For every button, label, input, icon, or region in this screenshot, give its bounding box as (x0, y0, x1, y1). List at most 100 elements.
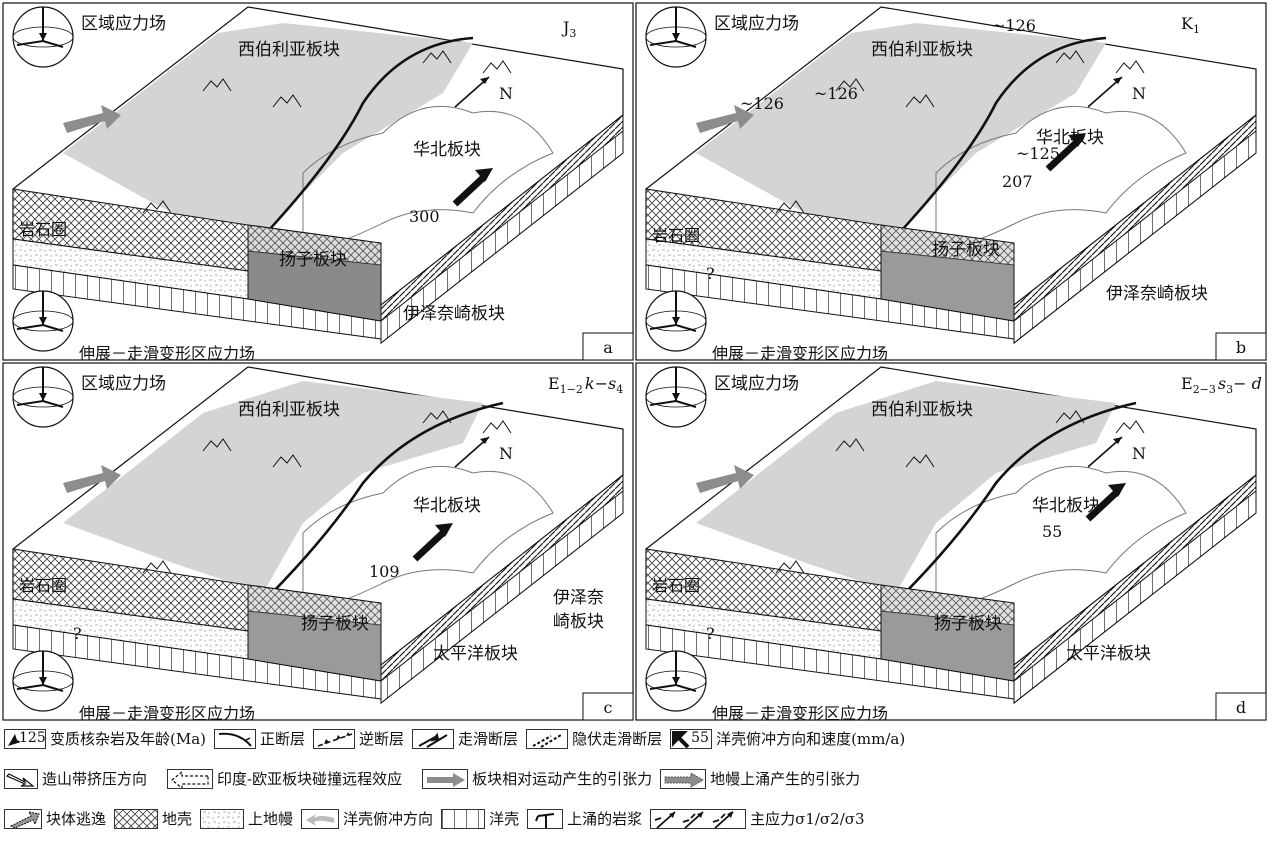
yangtze-crust-band (247, 224, 382, 266)
strike-slip-fault-icon (412, 728, 455, 749)
principal-stress-arrows-icon (650, 808, 747, 829)
north-arrow: N (1087, 436, 1146, 468)
subduction-arrow (452, 168, 493, 207)
legend-item-metamorphic-core: 125 变质核杂岩及年龄(Ma) (4, 728, 206, 749)
right-side-oceanic-crust (1013, 489, 1257, 705)
mountain-symbol (775, 560, 805, 574)
regional-stress-sphere (645, 6, 707, 68)
mountain-symbol (905, 94, 935, 108)
extension-strike-slip-stress-label: 伸展－走滑变形区应力场 (712, 344, 888, 363)
mountain-symbol (835, 78, 865, 92)
core-complex-age-label: ~126 (814, 84, 858, 103)
lithosphere-label: 岩石圈 (19, 576, 67, 595)
tension-arrow (63, 105, 121, 133)
regional-stress-sphere (12, 366, 74, 428)
izanagi-plate-label: 伊泽奈崎板块 (403, 304, 505, 324)
panel-letter-box (1215, 332, 1267, 361)
main-strike-slip-fault (252, 36, 474, 248)
dotted-gray-arrow-icon (660, 768, 707, 789)
legend-row-3: 块体逃逸 地壳 上地幔 洋壳俯冲方向 洋壳 上涌的岩浆 主应力σ1/σ2/σ3 (4, 808, 873, 829)
right-side-oceanic-crust (1013, 129, 1257, 345)
mountain-symbol (422, 410, 452, 424)
curved-gray-arrow-icon (301, 808, 340, 829)
subduction-arrow (1085, 483, 1126, 522)
local-stress-sphere (12, 290, 74, 352)
thrust-fault-icon (313, 728, 356, 749)
panel-letter-box (1215, 692, 1267, 721)
legend-item-plate-motion-tension: 板块相对运动产生的引张力 (422, 768, 652, 789)
legend-label: 上涌的岩浆 (567, 810, 643, 828)
buried-strike-slip-fault-icon (526, 728, 569, 749)
right-side-oceanic-crust (380, 489, 624, 705)
pacific-plate-label: 太平洋板块 (433, 644, 518, 664)
local-stress-sphere (12, 650, 74, 712)
legend-item-normal-fault: 正断层 (214, 728, 305, 749)
legend-item-upper-mantle: 上地幔 (200, 808, 293, 829)
stress-arrow-icon (39, 317, 47, 325)
legend-item-strike-slip-fault: 走滑断层 (412, 728, 518, 749)
legend-item-block-escape: 块体逃逸 (4, 808, 106, 829)
siberia-plate-label: 西伯利亚板块 (238, 40, 340, 60)
north-label: N (499, 84, 513, 103)
block-escape-arrow-icon (4, 808, 42, 829)
stress-arrow-icon (672, 393, 680, 401)
pacific-plate-label: 太平洋板块 (1066, 644, 1151, 664)
legend-label: 块体逃逸 (46, 810, 107, 828)
deformation-zone-shading (696, 23, 1106, 243)
legend-item-principal-stress: 主应力σ1/σ2/σ3 (650, 808, 865, 829)
metamorphic-core-icon: 125 (4, 728, 46, 749)
lithosphere-label: 岩石圈 (652, 226, 700, 245)
dashed-arrow-icon (167, 768, 214, 789)
mountain-symbol (835, 438, 865, 452)
crust-pattern-icon (114, 808, 159, 829)
subduction-rate-label: 300 (409, 207, 440, 226)
north-china-outline (302, 465, 554, 614)
north-label: N (1132, 84, 1146, 103)
north-arrow: N (454, 76, 513, 108)
north-china-outline (302, 105, 554, 254)
subduction-rate-label: 55 (1042, 522, 1062, 541)
legend-item-orogenic-compression: 造山带挤压方向 (4, 768, 147, 789)
core-complex-age-label: ~125 (1016, 144, 1060, 163)
unknown-marker: ? (706, 264, 715, 283)
regional-stress-sphere (645, 366, 707, 428)
magma-upwelling-icon (527, 808, 564, 829)
legend-label: 正断层 (260, 730, 306, 748)
legend-label: 主应力σ1/σ2/σ3 (750, 810, 865, 828)
mountain-symbol (142, 200, 172, 214)
lithosphere-label: 岩石圈 (19, 220, 67, 239)
legend-item-upwelling-magma: 上涌的岩浆 (527, 808, 642, 829)
hollow-arrow-icon (4, 768, 38, 789)
subduction-arrow (1045, 133, 1086, 172)
legend-label: 地壳 (162, 810, 193, 828)
regional-stress-title: 区域应力场 (81, 374, 166, 394)
regional-stress-title: 区域应力场 (714, 374, 799, 394)
legend-label: 变质核杂岩及年龄(Ma) (50, 730, 207, 748)
core-complex-age-label: ~126 (740, 94, 784, 113)
metamorphic-core-age: 125 (19, 729, 46, 746)
legend-item-mantle-upwelling-tension: 地幔上涌产生的引张力 (660, 768, 860, 789)
mountain-symbol (142, 560, 172, 574)
legend: 125 变质核杂岩及年龄(Ma) 正断层 逆断层 走滑断层 隐伏走滑断层 55 … (0, 724, 1277, 847)
mountain-symbol (775, 200, 805, 214)
yangtze-plate-label: 扬子板块 (279, 250, 347, 270)
legend-label: 洋壳俯冲方向 (343, 810, 434, 828)
mantle-pattern-icon (200, 808, 245, 829)
regional-stress-title: 区域应力场 (714, 14, 799, 34)
izanagi-plate-label-line2: 崎板块 (553, 612, 604, 632)
stress-arrow-icon (39, 393, 47, 401)
legend-label: 造山带挤压方向 (42, 770, 148, 788)
yangtze-plate-label: 扬子板块 (934, 614, 1002, 634)
panel-letter: b (1236, 338, 1246, 357)
panel-letter-box (582, 692, 634, 721)
extension-strike-slip-stress-label: 伸展－走滑变形区应力场 (79, 344, 255, 363)
subduction-rate-value: 55 (691, 729, 709, 746)
extension-strike-slip-stress-label: 伸展－走滑变形区应力场 (712, 704, 888, 723)
mountain-symbol (202, 78, 232, 92)
legend-label: 走滑断层 (458, 730, 519, 748)
oceanic-crust-pattern-icon (441, 808, 486, 829)
